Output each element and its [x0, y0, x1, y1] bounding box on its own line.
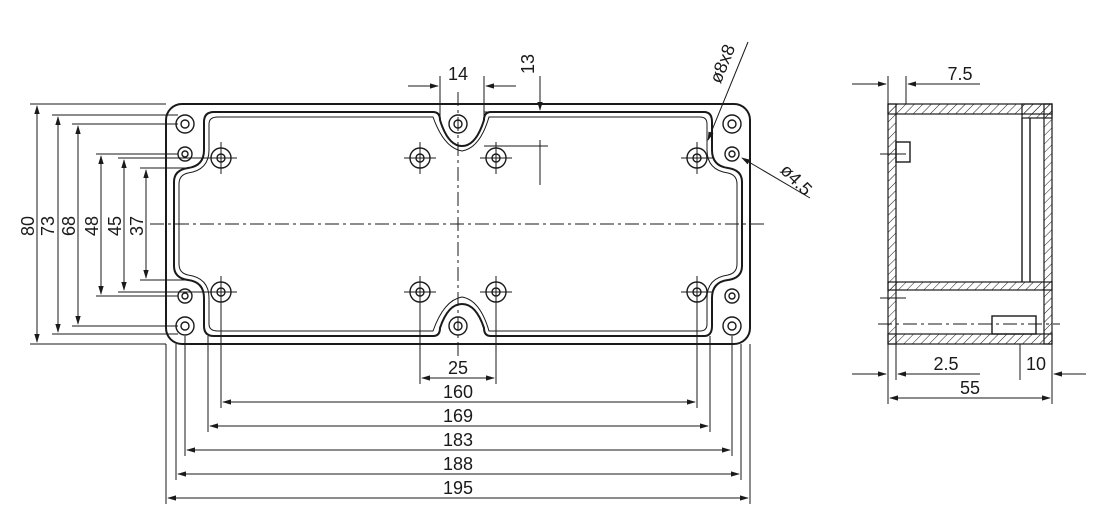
side-screw-slot	[991, 315, 1037, 335]
dim-195: 195	[443, 478, 473, 498]
top-dimensions: 14 13	[408, 54, 560, 185]
stud	[404, 142, 436, 174]
hole-callouts: ø8x8 ø4.5	[706, 41, 816, 199]
mounting-studs	[205, 142, 713, 308]
side-left-wall	[887, 103, 897, 345]
hole-side-bl	[177, 288, 193, 304]
side-lid-inner	[1021, 118, 1031, 282]
hole-corner-bl-inner	[180, 321, 190, 331]
cavity-inner-edge	[178, 116, 738, 332]
dim-13: 13	[518, 54, 538, 74]
hole-side-br	[724, 288, 740, 304]
dim-183: 183	[443, 430, 473, 450]
side-lid-band	[887, 281, 1053, 291]
stud	[205, 142, 237, 174]
dim-169: 169	[443, 406, 473, 426]
vertical-dimensions: 80 73 68 48 45 37	[18, 103, 210, 345]
callout-small-hole: ø4.5	[776, 160, 816, 200]
dim-73: 73	[38, 216, 58, 236]
dim-7-5: 7.5	[947, 64, 972, 84]
hole-corner-br-inner	[727, 321, 737, 331]
dim-10: 10	[1026, 354, 1046, 374]
dim-25: 25	[448, 358, 468, 378]
side-bottom-wall	[887, 333, 1053, 345]
side-lid-lip	[1021, 103, 1053, 119]
hole-corner-tr	[722, 114, 742, 134]
dim-45: 45	[105, 216, 125, 236]
hole-boss-top	[448, 114, 468, 134]
dim-2-5: 2.5	[933, 354, 958, 374]
dim-80: 80	[18, 216, 38, 236]
side-view: 7.5 2.5 10 55	[852, 64, 1086, 404]
hole-side-br-inner	[728, 292, 736, 300]
hole-corner-tl	[175, 114, 195, 134]
dim-37: 37	[127, 216, 147, 236]
hole-corner-tl-inner	[180, 119, 190, 129]
hole-side-tr-inner	[728, 150, 736, 158]
hole-side-tr	[724, 146, 740, 162]
hole-side-tl	[177, 146, 193, 162]
side-notch	[895, 141, 911, 163]
hole-corner-bl	[175, 316, 195, 336]
cavity-outline	[173, 111, 743, 337]
dim-55: 55	[960, 378, 980, 398]
hole-boss-bottom	[448, 316, 468, 336]
hole-side-bl-inner	[181, 292, 189, 300]
dim-48: 48	[82, 216, 102, 236]
dim-68: 68	[59, 216, 79, 236]
hole-corner-br	[722, 316, 742, 336]
hole-corner-tr-inner	[727, 119, 737, 129]
dim-188: 188	[443, 454, 473, 474]
dim-160: 160	[443, 382, 473, 402]
callout-corner-hole: ø8x8	[706, 41, 740, 86]
dim-14: 14	[448, 64, 468, 84]
bottom-dimensions: 25 160 169 183 188 195	[165, 300, 751, 504]
hole-boss-bottom-inner	[453, 321, 463, 331]
stud	[681, 142, 713, 174]
hole-boss-top-inner	[453, 119, 463, 129]
hole-side-tl-inner	[181, 150, 189, 158]
front-view: 80 73 68 48 45 37 14 13 ø8x8 ø4.5	[18, 41, 816, 504]
stud	[480, 142, 512, 174]
side-right-wall	[1043, 103, 1053, 345]
